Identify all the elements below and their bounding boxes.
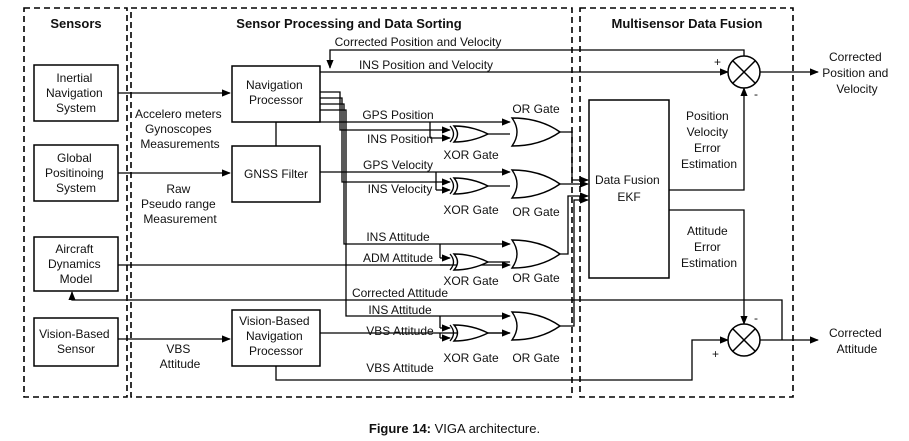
or-gate-attitude-adm: [510, 239, 562, 269]
vbs-label: Vision-Based Sensor: [39, 327, 113, 356]
ins-label: Inertial Navigation System: [46, 71, 106, 115]
xor-gate-attitude-adm: [449, 253, 490, 271]
or-gate-label-2: OR Gate: [512, 205, 560, 219]
corrected-pv-feedback-label: Corrected Position and Velocity: [335, 35, 502, 49]
gnss-filter-box: [231, 145, 321, 203]
accelerometer-label: Accelero meters Gynoscopes Measurements: [135, 107, 225, 151]
or-gate-label-3: OR Gate: [512, 271, 560, 285]
or-gate-position: [510, 117, 562, 147]
sensors-section: [23, 7, 128, 398]
or-gate-label-1: OR Gate: [512, 102, 560, 116]
processing-section: [130, 7, 573, 398]
ins-box: [33, 64, 119, 122]
xor-gate-label-1: XOR Gate: [443, 148, 499, 162]
gps-box: [33, 144, 119, 202]
xor-gate-attitude-vbs: [449, 324, 490, 342]
pv-error-label: Position Velocity Error Estimation: [681, 109, 737, 171]
caption-text: VIGA architecture.: [431, 421, 541, 436]
ins-attitude-2-label: INS Attitude: [368, 303, 432, 317]
or-gate-velocity: [510, 169, 562, 199]
ins-attitude-label: INS Attitude: [366, 230, 430, 244]
xor-gate-label-2: XOR Gate: [443, 203, 499, 217]
xor-gate-label-4: XOR Gate: [443, 351, 499, 365]
figure-caption: Figure 14: VIGA architecture.: [0, 421, 909, 436]
gps-velocity-label: GPS Velocity: [363, 158, 433, 172]
or-gate-label-4: OR Gate: [512, 351, 560, 365]
plus-sign-pv: +: [714, 55, 721, 69]
fusion-title: Multisensor Data Fusion: [612, 16, 763, 31]
ekf-box: [588, 99, 670, 279]
ins-position-label: INS Position: [367, 132, 433, 146]
vision-navigation-processor-box: [231, 309, 321, 367]
caption-prefix: Figure 14:: [368, 421, 431, 436]
gps-position-label: GPS Position: [362, 108, 433, 122]
output-pv-label: Corrected Position and Velocity: [822, 50, 891, 96]
xor-gate-velocity: [449, 177, 490, 195]
summing-junction-attitude: [727, 323, 761, 357]
summing-junction-position: [727, 55, 761, 89]
adm-box: [33, 236, 119, 292]
xor-gate-label-3: XOR Gate: [443, 274, 499, 288]
navigation-processor-label: Navigation Processor: [246, 78, 306, 107]
navigation-processor-box: [231, 65, 321, 123]
ins-velocity-label: INS Velocity: [368, 182, 433, 196]
gnss-filter-label: GNSS Filter: [244, 167, 308, 181]
gps-label: Global Positinoing System: [45, 151, 107, 195]
xor-gate-position: [449, 125, 490, 143]
attitude-error-label: Attitude Error Estimation: [681, 224, 737, 270]
sensors-title: Sensors: [50, 16, 101, 31]
minus-sign-pv: -: [754, 87, 758, 101]
vbs-attitude-input-label: VBS Attitude: [160, 342, 201, 371]
vbs-box: [33, 317, 119, 367]
vision-navigation-processor-label: Vision-Based Navigation Processor: [239, 314, 313, 358]
output-attitude-label: Corrected Attitude: [829, 326, 885, 356]
ins-pv-label: INS Position and Velocity: [359, 58, 493, 72]
ekf-label: Data Fusion EKF: [595, 173, 663, 204]
pseudo-range-label: Raw Pseudo range Measurement: [141, 182, 219, 226]
adm-label: Aircraft Dynamics Model: [48, 242, 104, 286]
vbs-attitude-2-label: VBS Attitude: [366, 324, 434, 338]
adm-attitude-label: ADM Attitude: [363, 251, 433, 265]
vbs-attitude-3-label: VBS Attitude: [366, 361, 434, 375]
plus-sign-att: +: [712, 347, 719, 361]
or-gate-attitude-vbs: [510, 311, 562, 341]
processing-title: Sensor Processing and Data Sorting: [236, 16, 461, 31]
corrected-attitude-feedback-label: Corrected Attitude: [352, 286, 448, 300]
minus-sign-att: -: [754, 311, 758, 325]
